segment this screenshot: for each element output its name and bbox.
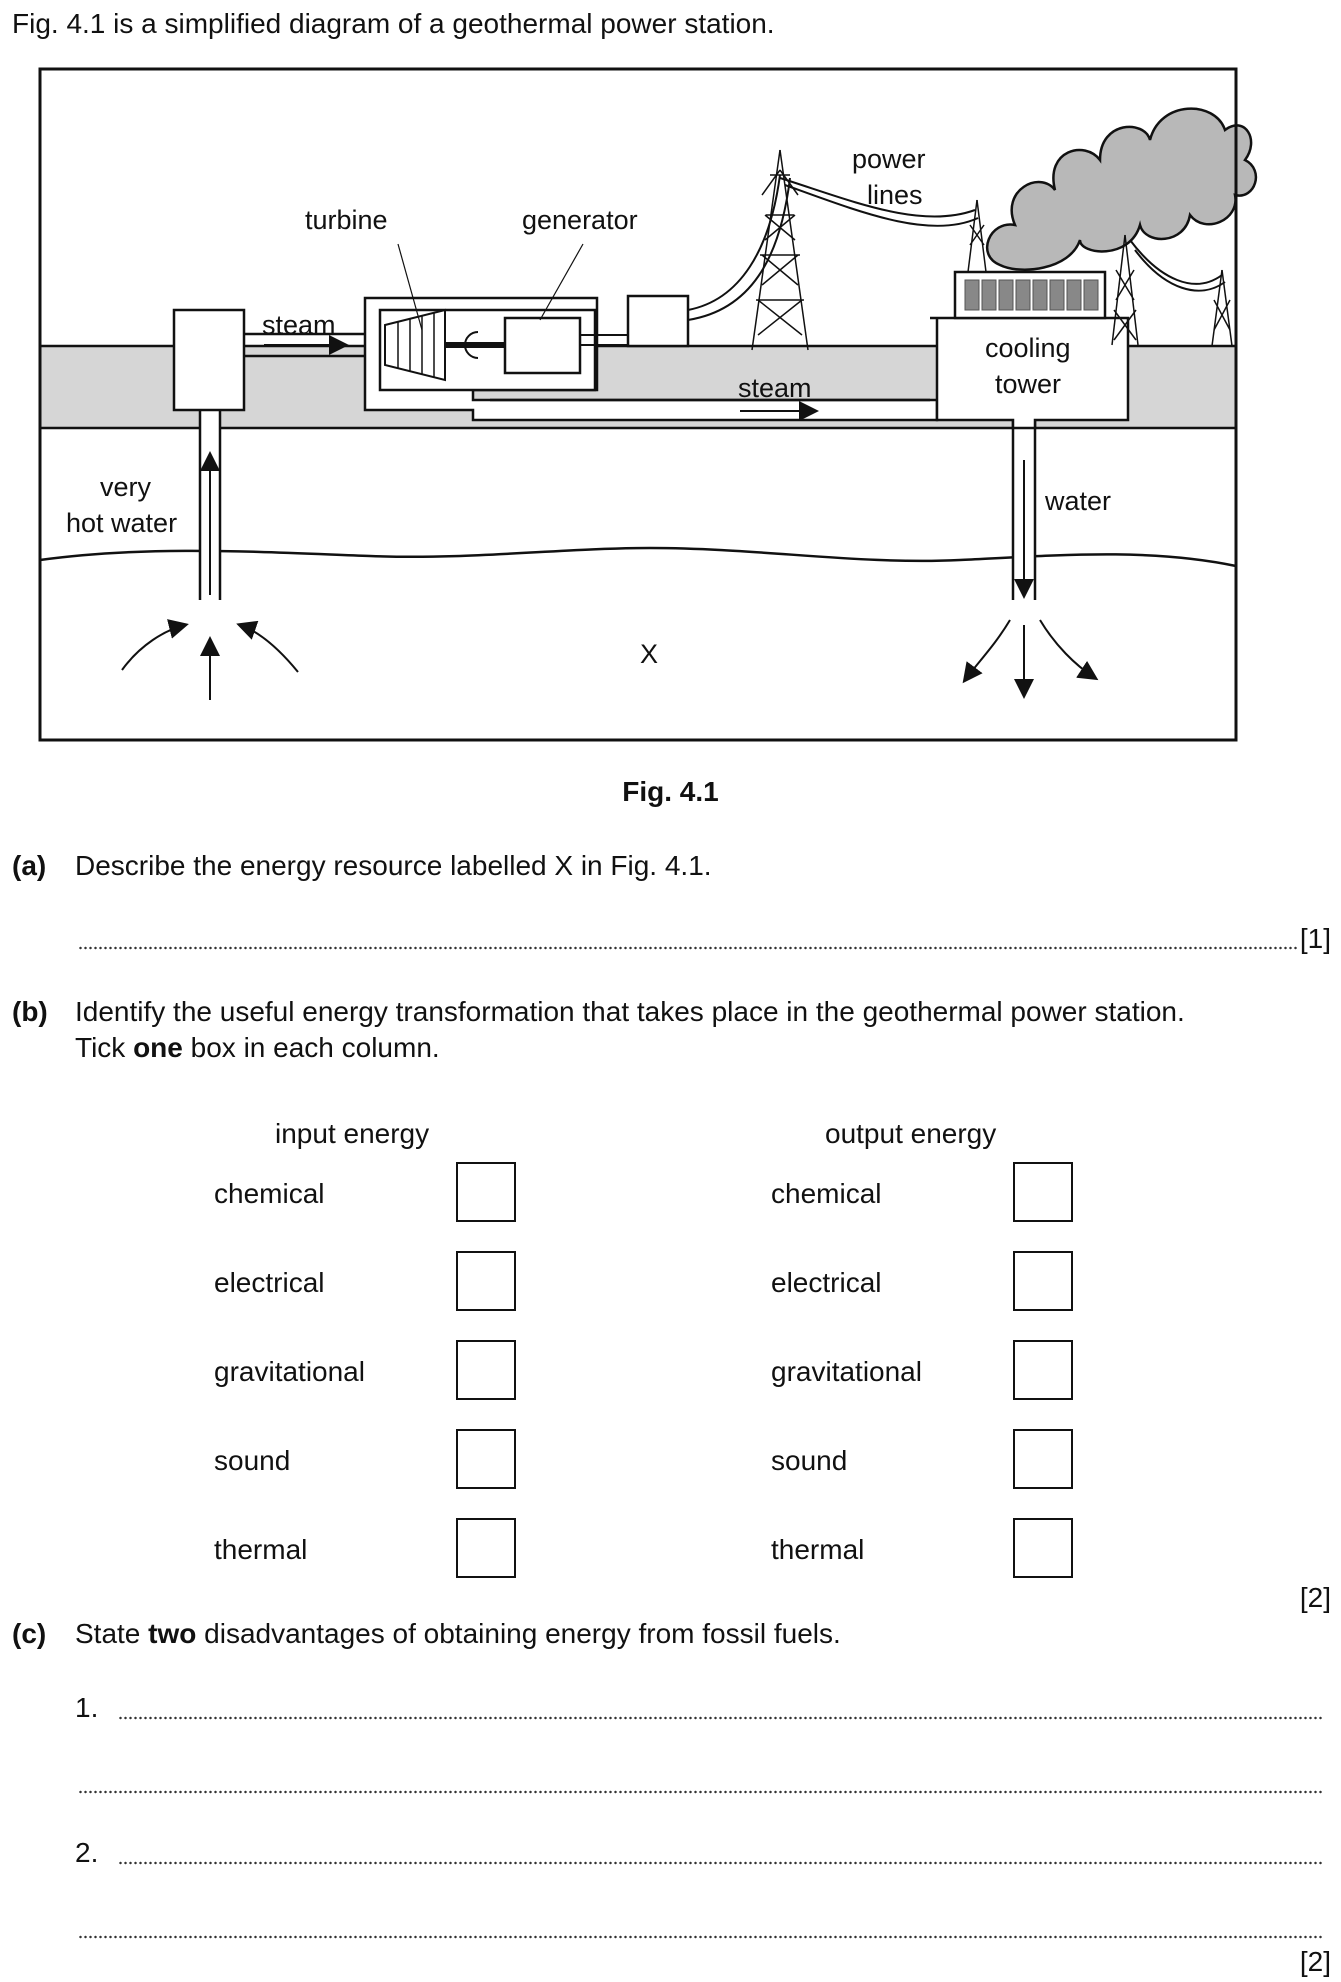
part-c-answer-2-line2[interactable]	[78, 1935, 1324, 1939]
part-b-question-line2: Tick one box in each column.	[75, 1032, 440, 1063]
label-steam-right: steam	[738, 373, 812, 403]
input-electrical-checkbox[interactable]	[456, 1251, 516, 1311]
label-power: power	[852, 144, 926, 174]
part-c-answer-1-line1[interactable]	[118, 1716, 1324, 1720]
part-c-item-1: 1.	[75, 1692, 99, 1723]
part-c-item-2: 2.	[75, 1837, 99, 1868]
figure-frame	[38, 67, 1238, 742]
output-option-gravitational: gravitational	[771, 1356, 922, 1387]
label-steam-left: steam	[262, 310, 336, 340]
output-chemical-checkbox[interactable]	[1013, 1162, 1073, 1222]
input-option-electrical: electrical	[214, 1267, 325, 1298]
input-option-chemical: chemical	[214, 1178, 325, 1209]
part-c-marks: [2]	[1299, 1946, 1331, 1977]
injection-well-left	[198, 410, 222, 600]
part-b-label: (b)	[12, 996, 48, 1027]
output-thermal-checkbox[interactable]	[1013, 1518, 1073, 1578]
cooling-tower	[930, 316, 1130, 430]
pylon-small-1	[967, 199, 987, 273]
part-c-answer-2-line1[interactable]	[118, 1861, 1324, 1865]
part-a-answer-line[interactable]	[78, 946, 1298, 950]
output-sound-checkbox[interactable]	[1013, 1429, 1073, 1489]
output-option-thermal: thermal	[771, 1534, 865, 1565]
part-c-label: (c)	[12, 1618, 47, 1649]
geothermal-diagram: power lines turbine generator steam stea…	[38, 67, 1257, 742]
input-option-gravitational: gravitational	[214, 1356, 365, 1387]
label-generator: generator	[522, 205, 638, 235]
transformer	[626, 294, 690, 348]
intro-text: Fig. 4.1 is a simplified diagram of a ge…	[12, 8, 775, 39]
return-well-right	[1011, 410, 1037, 600]
input-thermal-checkbox[interactable]	[456, 1518, 516, 1578]
part-b-question-line1: Identify the useful energy transformatio…	[75, 996, 1185, 1027]
part-a-marks: [1]	[1299, 923, 1331, 954]
part-a-label: (a)	[12, 850, 47, 881]
steam-cloud	[986, 107, 1257, 271]
output-electrical-checkbox[interactable]	[1013, 1251, 1073, 1311]
power-lines	[687, 174, 1226, 321]
label-lines: lines	[867, 180, 923, 210]
output-option-electrical: electrical	[771, 1267, 882, 1298]
label-very: very	[100, 472, 152, 502]
input-sound-checkbox[interactable]	[456, 1429, 516, 1489]
part-c-question: State two disadvantages of obtaining ene…	[75, 1618, 841, 1649]
input-option-sound: sound	[214, 1445, 291, 1476]
pylon-small-3	[1211, 269, 1233, 347]
input-option-thermal: thermal	[214, 1534, 308, 1565]
label-hot-water: hot water	[66, 508, 177, 538]
cooling-tower-vents	[964, 279, 1099, 311]
label-tower: tower	[995, 369, 1061, 399]
input-chemical-checkbox[interactable]	[456, 1162, 516, 1222]
input-energy-heading: input energy	[275, 1118, 430, 1149]
output-option-sound: sound	[771, 1445, 848, 1476]
turbine	[384, 308, 446, 382]
label-cooling: cooling	[985, 333, 1071, 363]
part-b-marks: [2]	[1299, 1582, 1331, 1613]
part-a-question: Describe the energy resource labelled X …	[75, 850, 712, 881]
label-x: X	[640, 639, 658, 669]
part-c-answer-1-line2[interactable]	[78, 1790, 1324, 1794]
label-water: water	[1044, 486, 1111, 516]
figure-caption: Fig. 4.1	[622, 776, 719, 807]
rock-boundary	[39, 546, 1237, 568]
label-turbine: turbine	[305, 205, 388, 235]
pylon-small-2	[1111, 234, 1139, 346]
output-gravitational-checkbox[interactable]	[1013, 1340, 1073, 1400]
separator-building	[172, 308, 246, 412]
input-gravitational-checkbox[interactable]	[456, 1340, 516, 1400]
output-option-chemical: chemical	[771, 1178, 882, 1209]
output-energy-heading: output energy	[825, 1118, 997, 1149]
generator	[503, 316, 582, 375]
